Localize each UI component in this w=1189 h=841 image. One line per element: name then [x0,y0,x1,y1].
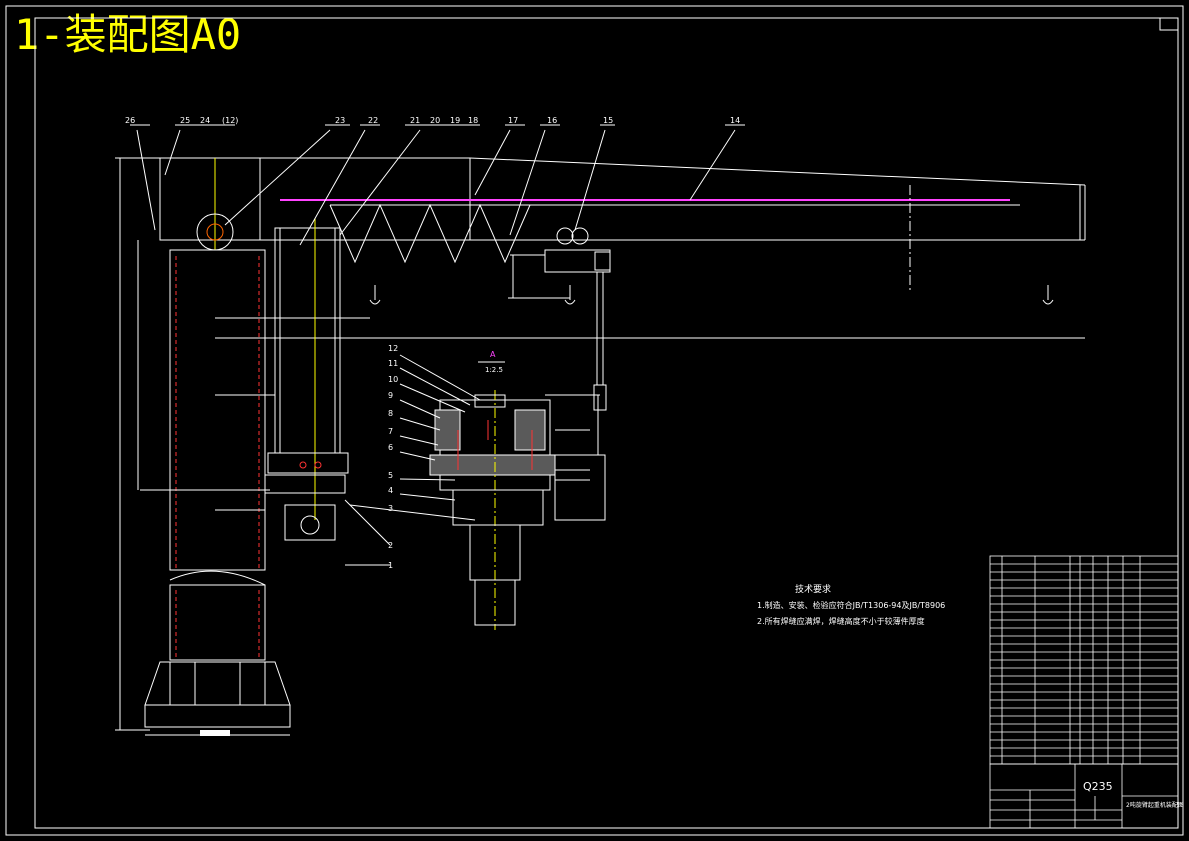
balloon-19: 19 [450,116,460,125]
section-scale: 1:2.5 [485,366,503,374]
balloon-side-5: 5 [388,471,393,480]
balloon-side-3: 3 [388,504,393,513]
balloon-side-11: 11 [388,359,398,368]
section-detail: A 1:2.5 [344,350,606,630]
tech-req-line-1: 1.制造、安装、检验应符合JB/T1306-94及JB/T8906 [757,600,945,610]
balloon-18: 18 [468,116,478,125]
hook-symbol-1 [369,285,381,305]
hook-symbol-2 [564,285,576,305]
side-balloons: 12 11 10 9 8 7 6 5 4 3 2 1 [388,344,398,570]
column-body [169,249,266,571]
balloon-20: 20 [430,116,440,125]
balloon-side-7: 7 [388,427,393,436]
balloon-side-1: 1 [388,561,393,570]
material-label: Q235 [1083,780,1113,793]
tech-req-line-2: 2.所有焊缝应满焊，焊缝高度不小于较薄件厚度 [757,616,925,626]
balloon-14: 14 [730,116,740,125]
technical-requirements: 技术要求 1.制造、安装、检验应符合JB/T1306-94及JB/T8906 2… [757,583,945,626]
parts-list-rows [990,563,1178,757]
title-block: Q235 2吨旋臂起重机装配图 [989,763,1184,829]
balloon-side-4: 4 [388,486,393,495]
corner-mark [1159,17,1179,31]
balloon-side-8: 8 [388,409,393,418]
hook-symbol-3 [1042,285,1054,305]
inner-frame [34,17,1179,829]
column-base [144,661,291,706]
balloon-26: 26 [125,116,135,125]
crane-drawing [115,124,1086,736]
balloon-23: 23 [335,116,345,125]
balloon-12: (12) [222,116,238,125]
balloon-17: 17 [508,116,518,125]
jib-truss [329,203,531,264]
balloon-22: 22 [368,116,378,125]
column-lower [169,584,266,661]
balloon-16: 16 [547,116,557,125]
drawing-name: 2吨旋臂起重机装配图 [1126,801,1184,809]
tech-req-title: 技术要求 [795,583,831,595]
sheet-title: 1-装配图A0 [14,10,242,59]
balloon-15: 15 [603,116,613,125]
outer-frame [5,5,1184,836]
strut [274,227,341,454]
balloon-21: 21 [410,116,420,125]
parts-list [989,555,1179,765]
balloon-side-6: 6 [388,443,393,452]
hoist-body [544,249,611,273]
jib-top [160,157,1086,186]
balloon-side-9: 9 [388,391,393,400]
balloon-side-12: 12 [388,344,398,353]
balloon-24: 24 [200,116,210,125]
balloon-side-2: 2 [388,541,393,550]
section-label: A [490,350,496,359]
balloon-side-10: 10 [388,375,398,384]
hook-weight [593,384,607,411]
top-balloons: 26 25 24 (12) 23 22 21 20 19 18 17 16 15… [125,116,740,125]
balloon-25: 25 [180,116,190,125]
column-break [169,570,266,586]
pivot [196,213,234,251]
